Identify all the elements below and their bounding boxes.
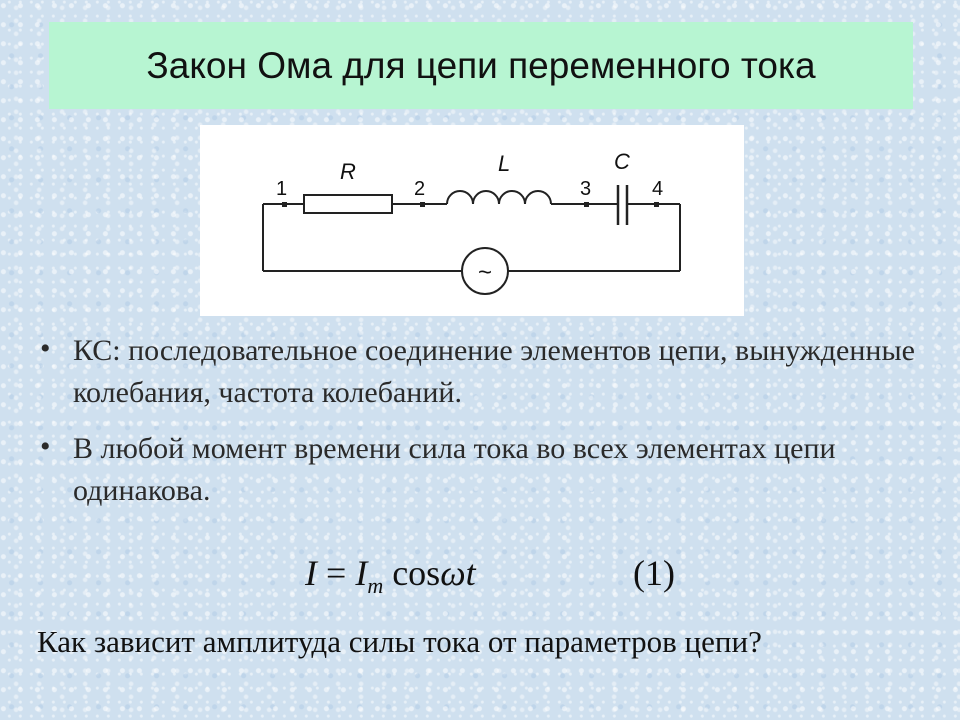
formula-equals: =: [317, 553, 356, 593]
current-formula: I = Im cosωt: [305, 552, 476, 599]
formula-lhs: I: [305, 553, 317, 593]
formula-amplitude-sub: m: [367, 573, 384, 599]
formula-amplitude: I: [355, 553, 368, 593]
bullet-item-conditions: • КС: последовательное соединение элемен…: [40, 330, 920, 414]
bullet-item-current: • В любой момент времени сила тока во вс…: [40, 428, 920, 512]
formula-t: t: [465, 553, 476, 593]
label-R: R: [340, 159, 356, 184]
bullet-text: КС: последовательное соединение элементо…: [73, 334, 915, 409]
formula-omega: ω: [440, 553, 466, 593]
node-4-marker: [654, 202, 659, 207]
bullet-text: В любой момент времени сила тока во всех…: [73, 432, 836, 507]
equation-number: (1): [633, 553, 675, 593]
ac-source-symbol: ~: [478, 259, 492, 286]
node-3-marker: [584, 202, 589, 207]
node-1-marker: [282, 202, 287, 207]
title-box: Закон Ома для цепи переменного тока: [49, 22, 913, 109]
label-node-4: 4: [652, 178, 663, 200]
ac-source: [461, 247, 509, 295]
slide-title: Закон Ома для цепи переменного тока: [146, 44, 816, 86]
question-text: Как зависит амплитуда силы тока от парам…: [37, 624, 762, 659]
label-L: L: [498, 151, 510, 176]
resistor: [303, 194, 393, 214]
bullet-list: • КС: последовательное соединение элемен…: [40, 330, 920, 526]
label-C: C: [614, 149, 630, 174]
bullet-dot: •: [40, 332, 51, 365]
circuit-diagram: R L C 1 2 3 4 ~: [200, 125, 744, 316]
inductor: [446, 190, 552, 205]
label-node-2: 2: [414, 178, 425, 200]
node-2-marker: [420, 202, 425, 207]
formula-cos: cos: [383, 553, 441, 593]
label-node-1: 1: [276, 178, 287, 200]
bullet-dot: •: [40, 430, 51, 463]
label-node-3: 3: [580, 178, 591, 200]
